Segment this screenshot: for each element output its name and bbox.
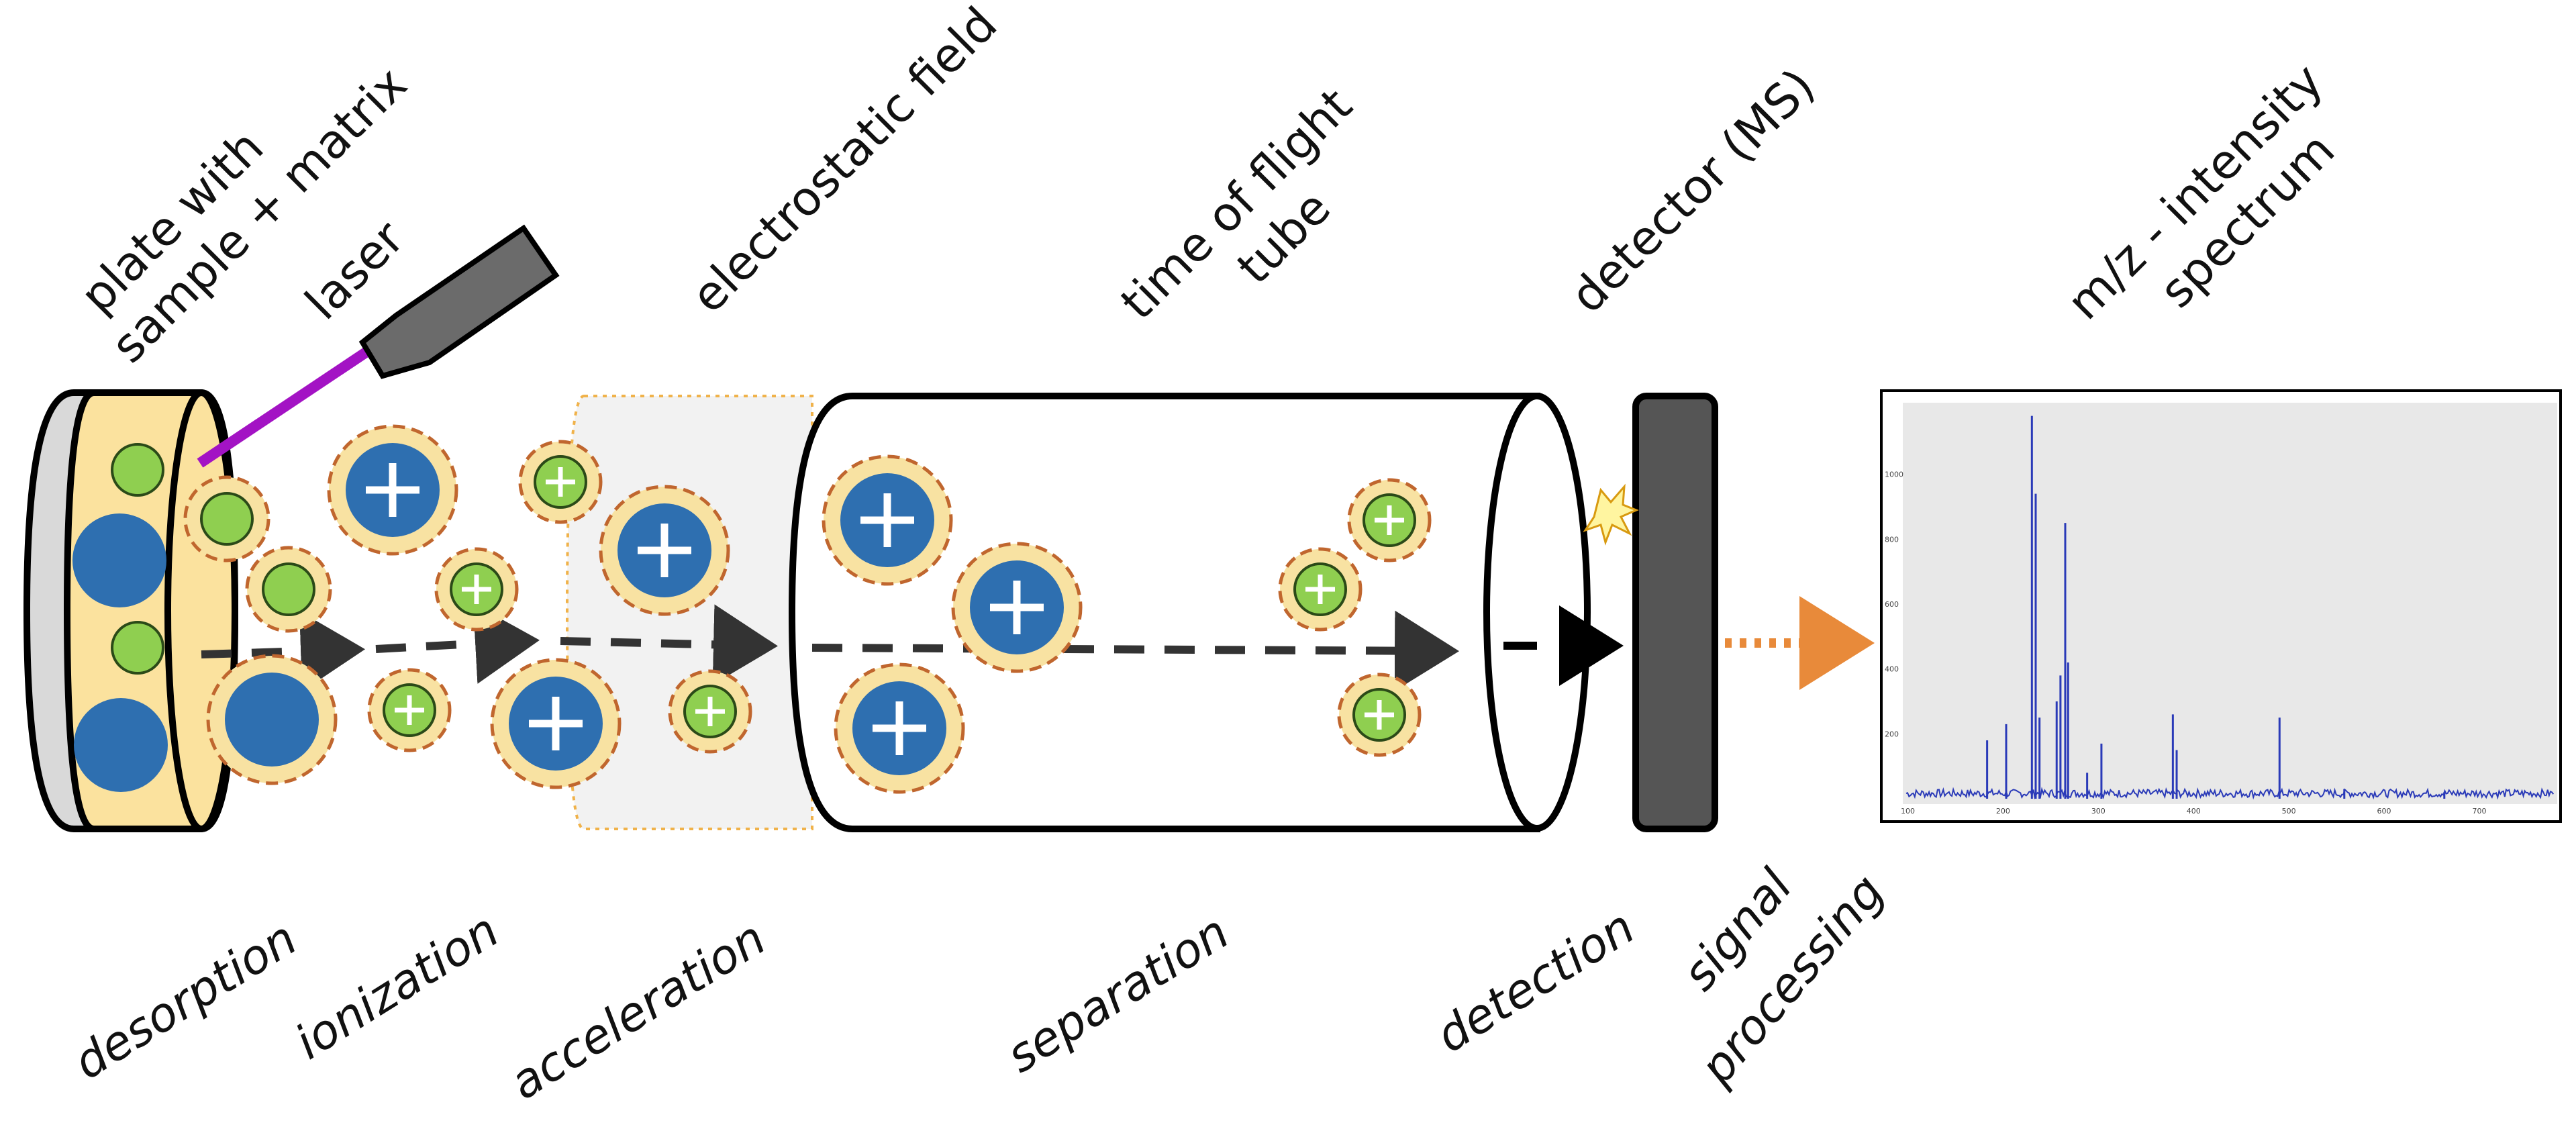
ion-green-charged <box>1347 478 1432 562</box>
plate-label: plate with sample + matrix <box>70 56 417 373</box>
step-detection: detection <box>1427 899 1644 1064</box>
y-tick-label: 800 <box>1885 535 1899 544</box>
ion-green-charged <box>518 440 603 524</box>
ion-green <box>183 475 270 562</box>
detector-plate <box>1632 393 1718 832</box>
ion-green-charged <box>367 668 452 752</box>
electrostatic-field-label: electrostatic field <box>681 0 1007 324</box>
x-tick-label: 300 <box>2091 807 2106 816</box>
spectrum-label: m/z - intensity spectrum <box>2057 53 2345 330</box>
step-desorption: desorption <box>64 911 307 1091</box>
tof-tube-label: time of flight tube <box>1110 78 1363 330</box>
ion-blue-charged <box>599 485 730 616</box>
flight-path-arrows <box>201 603 1624 692</box>
x-tick-label: 500 <box>2282 807 2296 816</box>
x-tick-label: 100 <box>1901 807 1915 816</box>
spectrum-baseline <box>1905 787 2555 800</box>
detector-label: detector (MS) <box>1560 58 1825 324</box>
ion-blue-charged <box>834 662 965 794</box>
ion-blue-charged <box>490 658 622 789</box>
ion-cloud <box>183 424 1432 794</box>
spectrum-peaks <box>1986 415 2446 799</box>
ion-green-charged <box>434 547 519 632</box>
ion-green-charged <box>1278 547 1363 632</box>
ion-green-charged <box>668 669 752 754</box>
impact-spark-icon <box>1583 483 1639 546</box>
y-tick-label: 600 <box>1885 600 1899 609</box>
x-tick-label: 200 <box>1996 807 2010 816</box>
y-tick-label: 200 <box>1885 730 1899 738</box>
spectrum-axis-ticks: 100 200 300 400 500 600 700 200 400 600 800 1000 <box>1885 471 2486 816</box>
ion-green <box>245 546 332 633</box>
spectrum-panel: 100 200 300 400 500 600 700 200 400 600 800 1000 <box>1880 389 2562 823</box>
spectrum-plot-area <box>1903 403 2557 804</box>
detector <box>1583 393 1718 832</box>
y-tick-label: 1000 <box>1885 471 1903 479</box>
step-acceleration: acceleration <box>501 910 775 1110</box>
ion-blue-charged <box>822 454 953 586</box>
ion-green-charged <box>1337 673 1422 757</box>
laser-device <box>197 224 560 468</box>
x-tick-label: 600 <box>2377 807 2391 816</box>
ion-blue-charged <box>951 542 1083 673</box>
x-tick-label: 700 <box>2472 807 2486 816</box>
step-signal-processing: signal processing <box>1671 858 1895 1095</box>
laser-beam <box>197 341 379 468</box>
laser-body <box>358 224 560 379</box>
ion-blue <box>206 654 338 785</box>
x-tick-label: 400 <box>2187 807 2201 816</box>
step-separation: separation <box>997 904 1238 1083</box>
y-tick-label: 400 <box>1885 665 1899 674</box>
step-ionization: ionization <box>286 903 509 1071</box>
ion-blue-charged <box>327 424 458 556</box>
